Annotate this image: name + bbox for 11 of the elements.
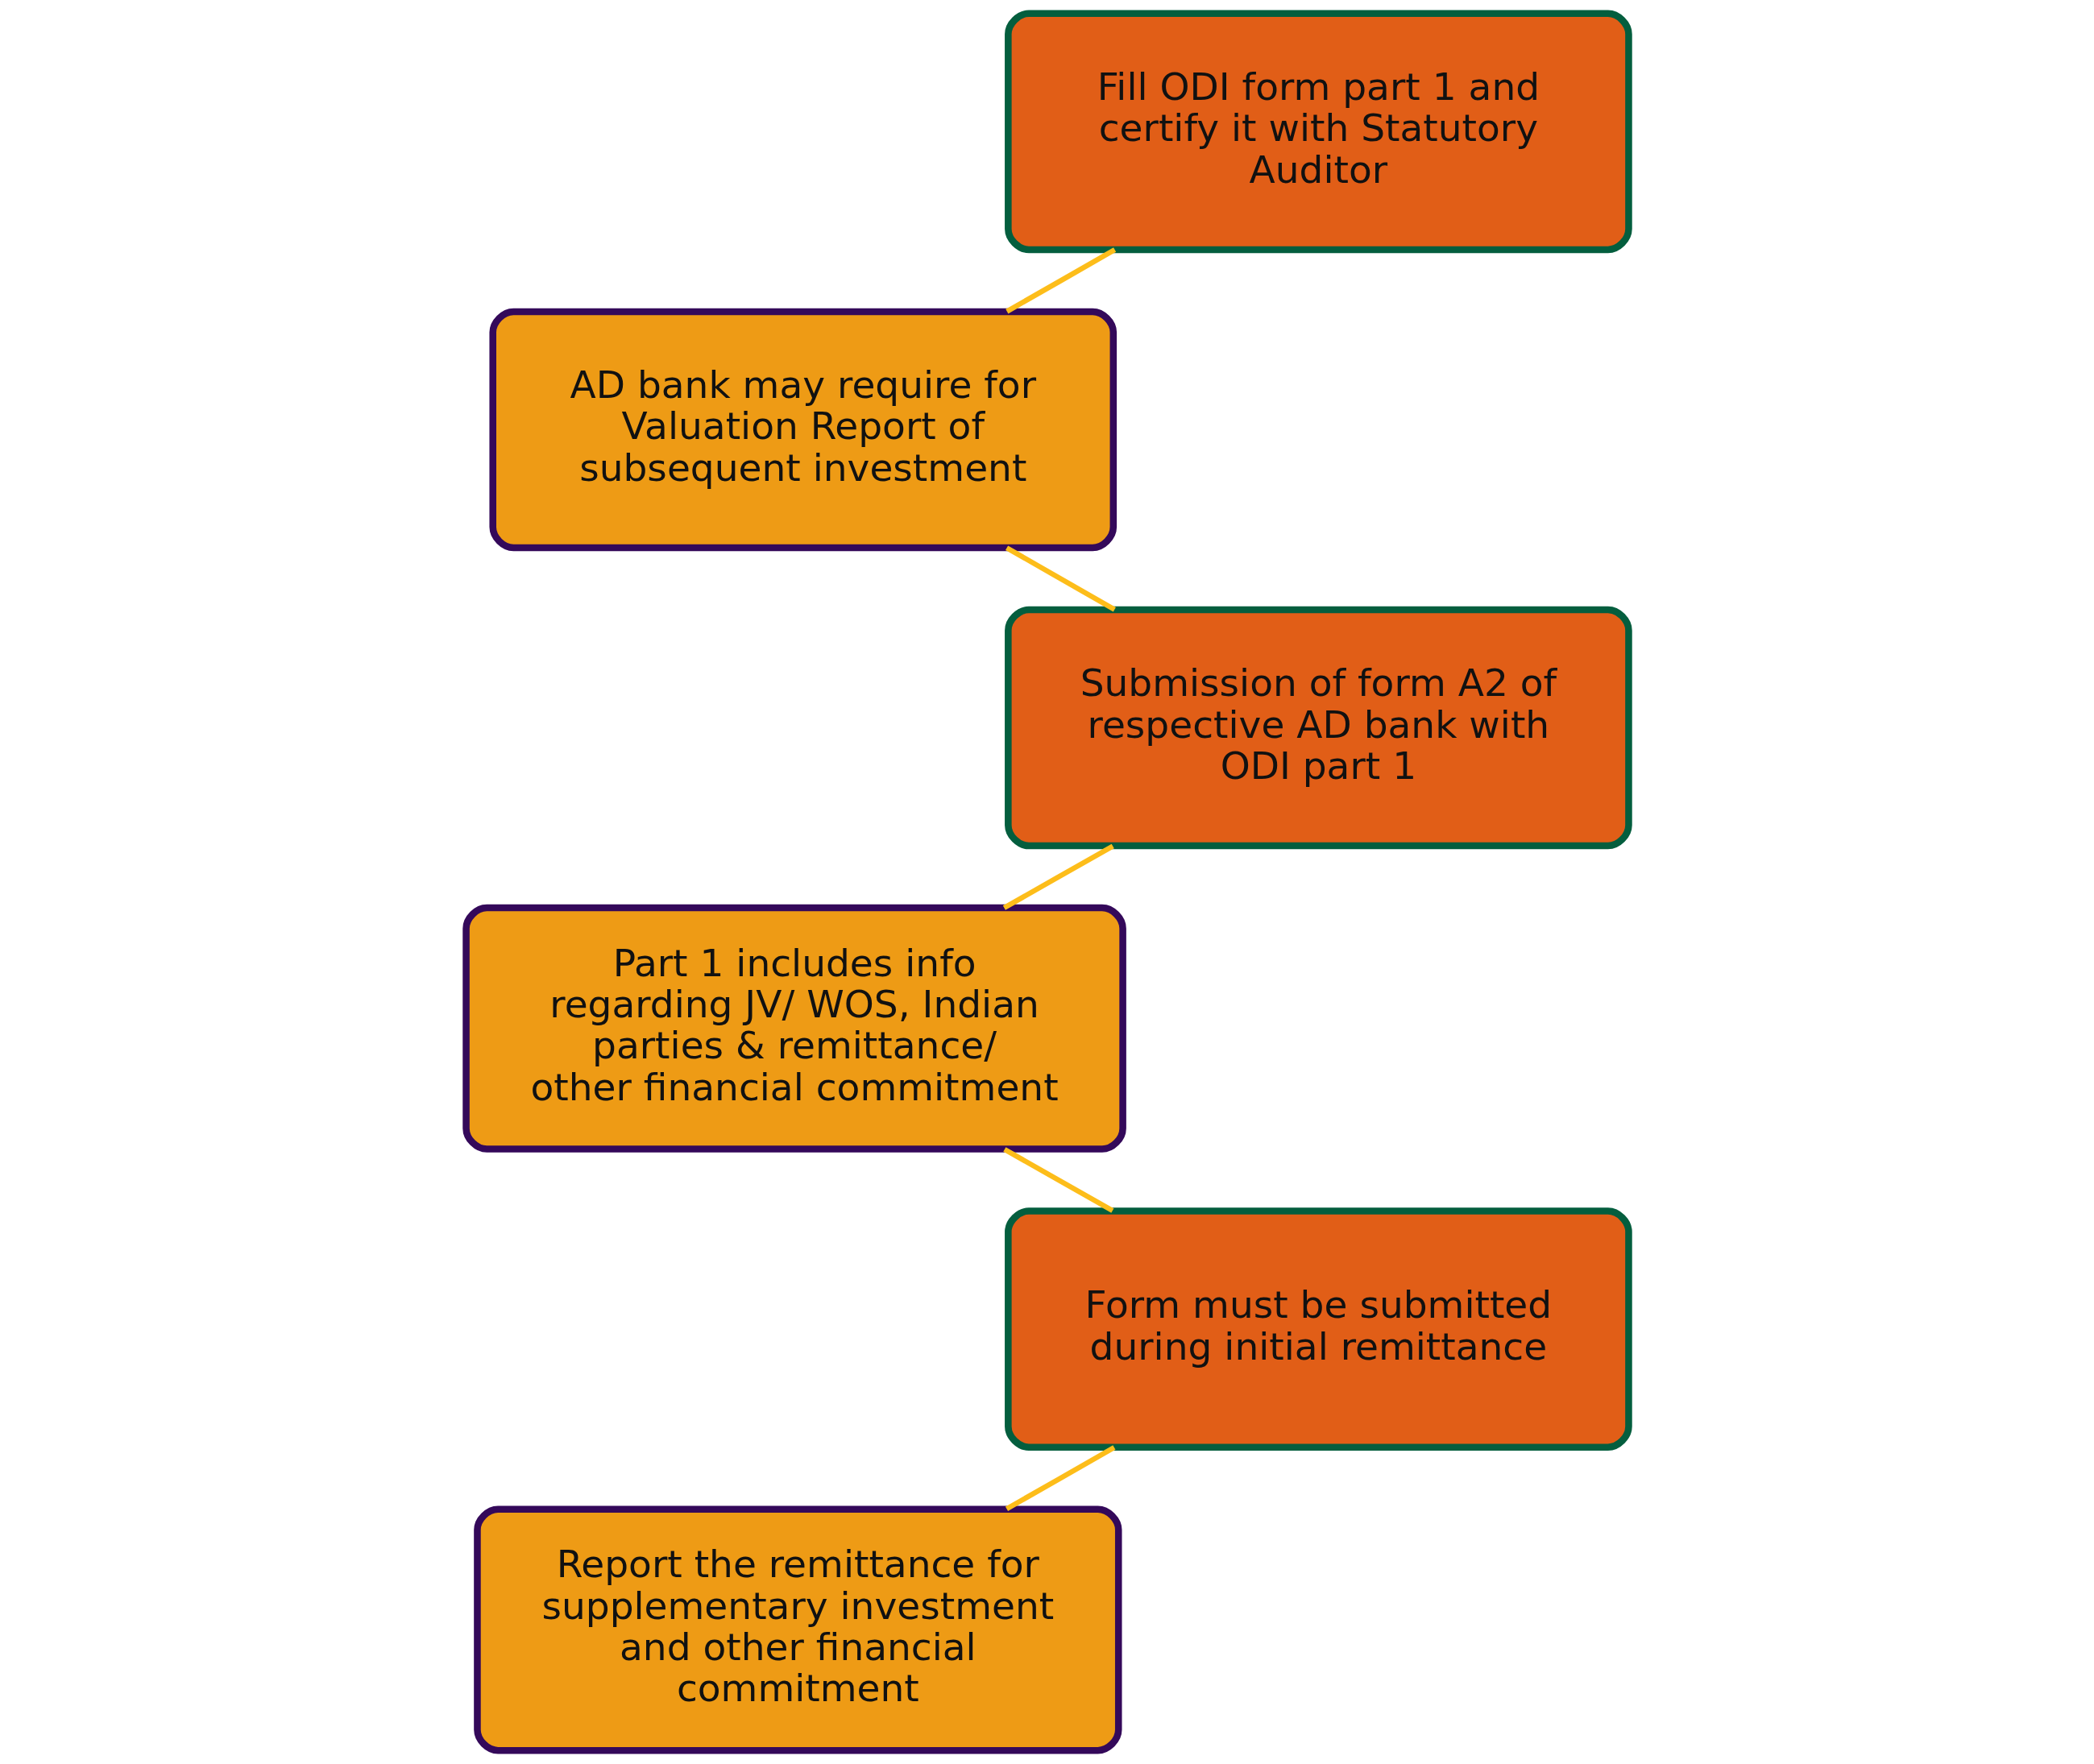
node-box: Part 1 includes info regarding JV/ WOS, Indian parties & remittance/ other financial commitment — [462, 904, 1126, 1153]
node-box: AD bank may require for Valuation Report of subsequent investment — [488, 308, 1117, 552]
connector — [1005, 1445, 1115, 1512]
connector — [1005, 247, 1116, 314]
node-box: Submission of form A2 of respective AD bank with ODI part 1 — [1004, 606, 1632, 850]
node-box: Report the remittance for supplementary investment and other financial commitment — [473, 1505, 1122, 1754]
node-box: Form must be submitted during initial remittance — [1004, 1207, 1632, 1451]
node-box: Fill ODI form part 1 and certify it with Statutory Auditor — [1004, 10, 1632, 254]
connector — [1002, 1147, 1113, 1213]
connector — [1002, 843, 1114, 910]
connector — [1005, 545, 1116, 612]
